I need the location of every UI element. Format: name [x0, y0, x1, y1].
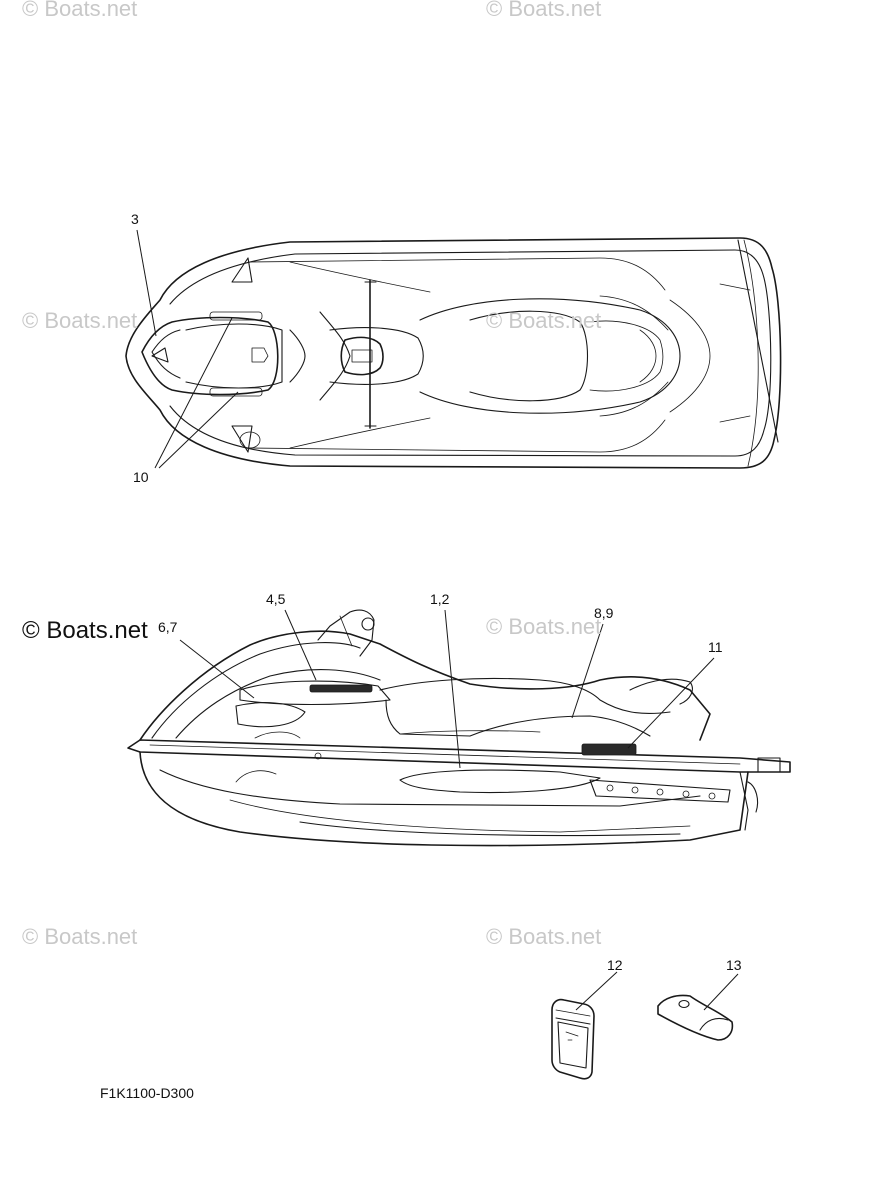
watermark-layer: © Boats.net © Boats.net © Boats.net © Bo…	[22, 0, 601, 949]
callout-11: 11	[708, 639, 723, 655]
watermark: © Boats.net	[22, 308, 137, 333]
watermark: © Boats.net	[486, 308, 601, 333]
watermark-dark: © Boats.net	[22, 617, 148, 644]
diagram-code: F1K1100-D300	[100, 1085, 194, 1101]
leader-8-9	[571, 623, 604, 719]
leader-3	[136, 229, 157, 337]
top-view-watercraft	[125, 237, 782, 469]
callout-4-5: 4,5	[266, 591, 286, 607]
callout-1-2: 1,2	[430, 591, 450, 607]
watermark: © Boats.net	[486, 614, 601, 639]
side-view-watercraft	[127, 609, 791, 847]
leader-4-5	[284, 609, 317, 681]
callout-3: 3	[131, 211, 139, 227]
callout-8-9: 8,9	[594, 605, 614, 621]
leader-6-7	[179, 639, 255, 699]
watermark: © Boats.net	[22, 0, 137, 21]
watermark: © Boats.net	[486, 924, 601, 949]
callout-group-top: 3 10	[131, 211, 239, 485]
callout-6-7: 6,7	[158, 619, 178, 635]
leader-13	[703, 973, 739, 1011]
callout-13: 13	[726, 957, 742, 973]
leader-10b	[158, 391, 239, 469]
watermark: © Boats.net	[486, 0, 601, 21]
watermark: © Boats.net	[22, 924, 137, 949]
callout-12: 12	[607, 957, 623, 973]
leader-12	[575, 971, 618, 1011]
part-12-document-pouch	[551, 998, 595, 1080]
callout-10: 10	[133, 469, 149, 485]
leader-11	[627, 657, 715, 749]
leader-10a	[154, 317, 233, 469]
part-13-key-case	[657, 994, 734, 1041]
callout-group-side: 4,5 1,2 6,7 8,9 11	[158, 591, 723, 769]
leader-1-2	[444, 609, 461, 769]
